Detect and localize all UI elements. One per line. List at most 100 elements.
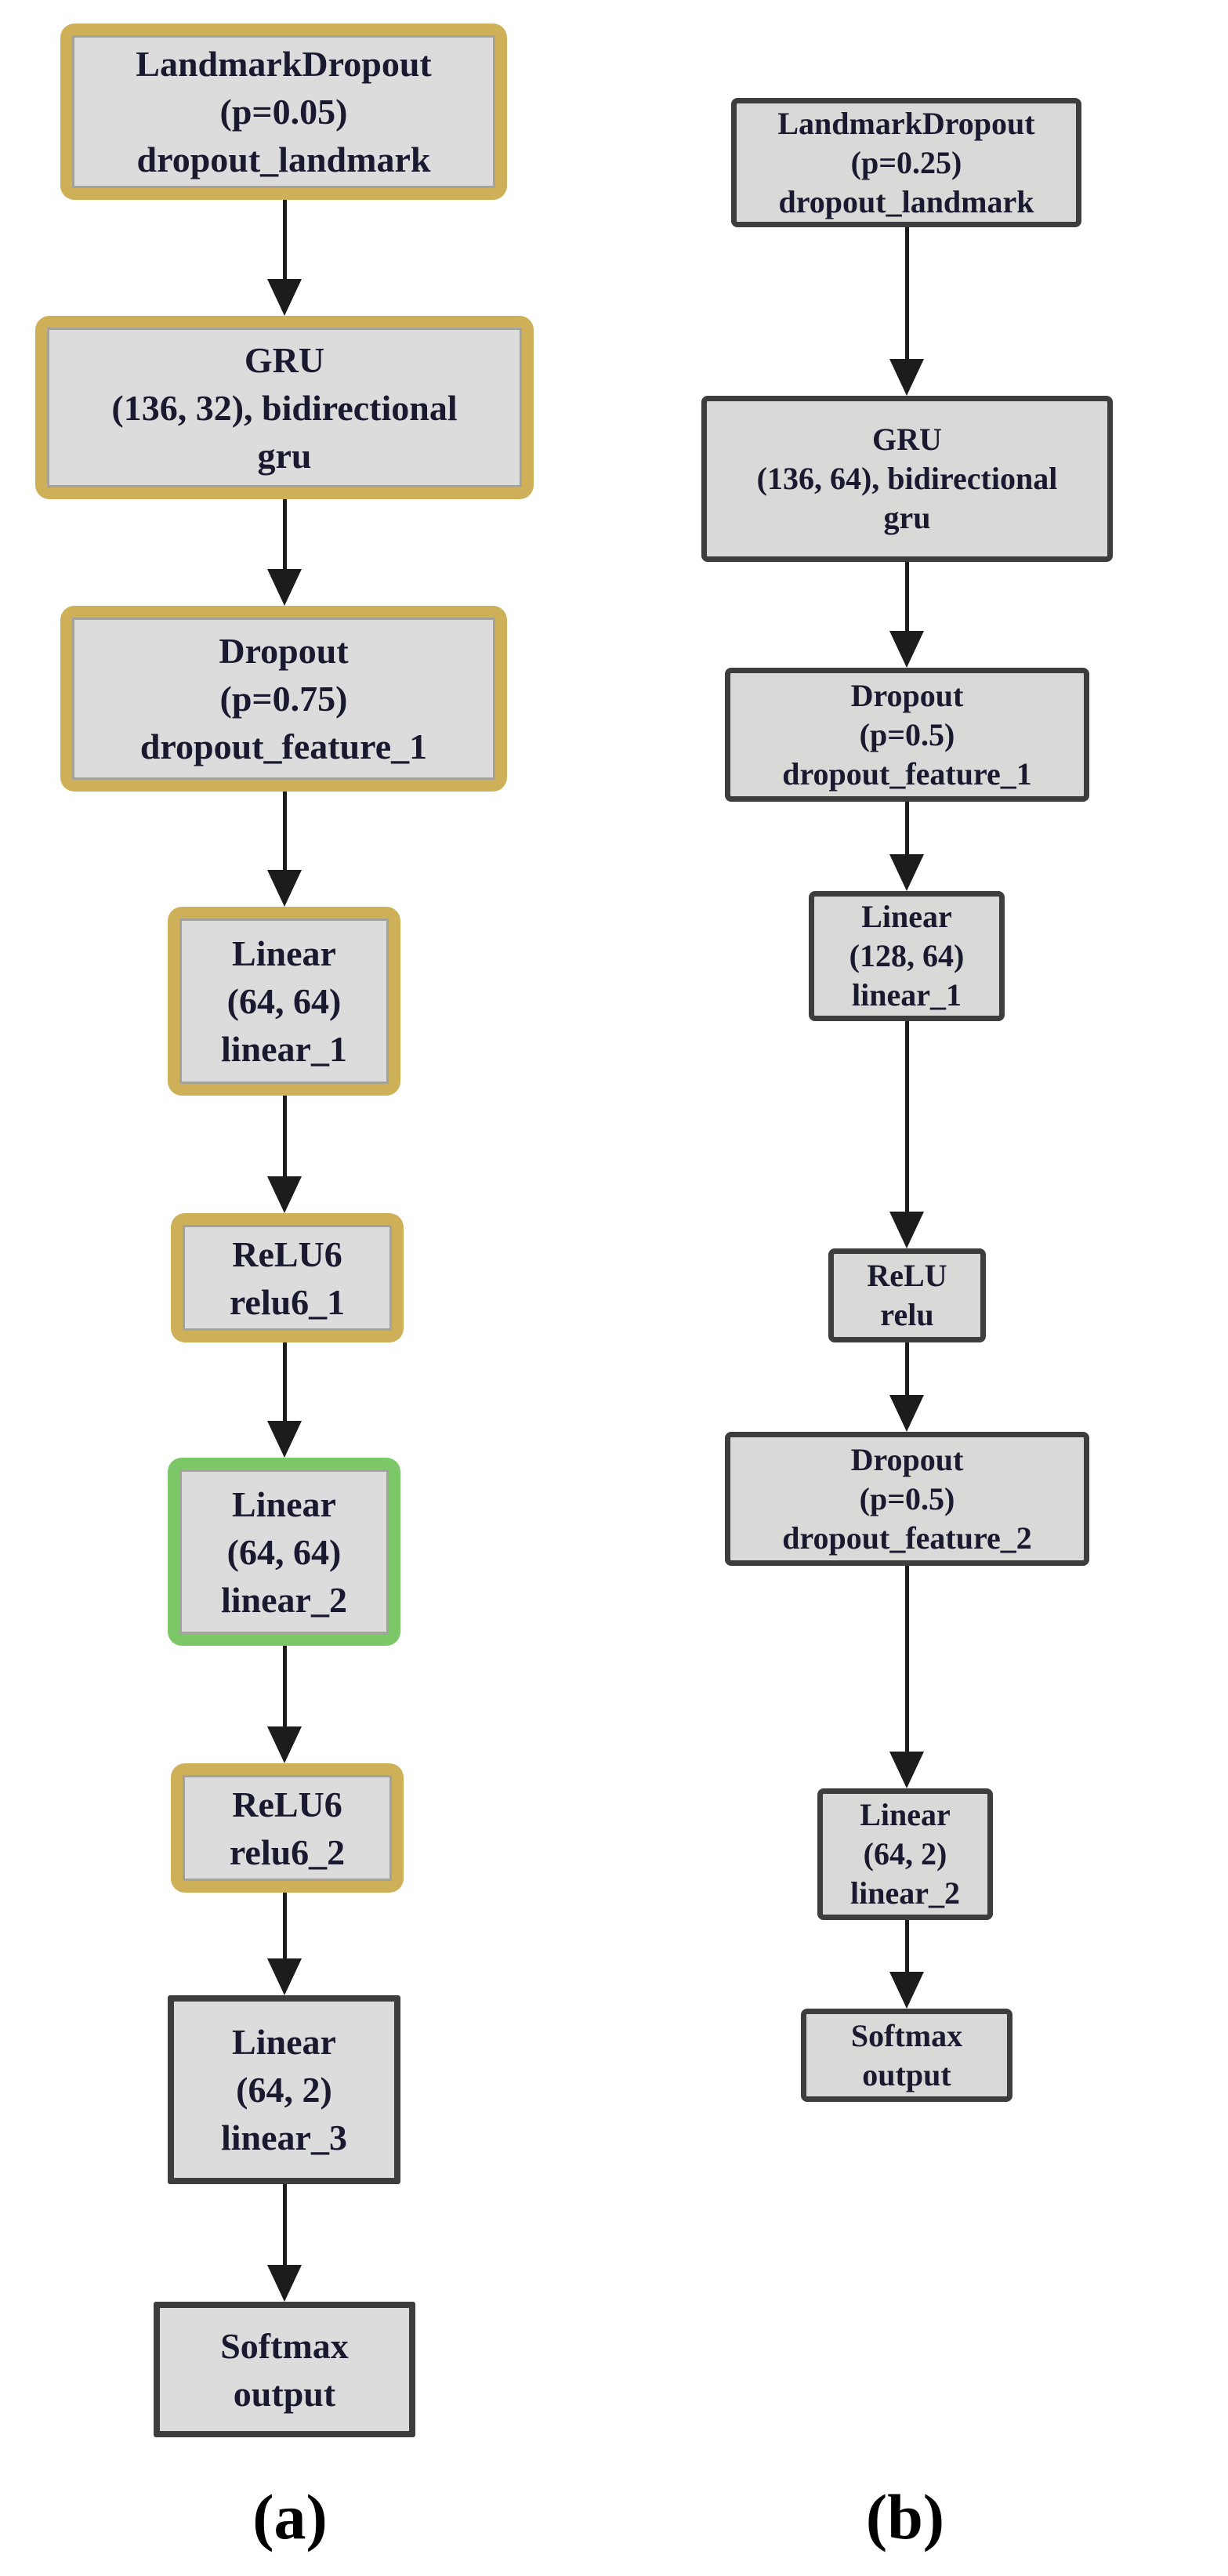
- arrow-head-icon: [889, 1752, 924, 1788]
- arrow-head-icon: [889, 631, 924, 668]
- arrow-head-icon: [889, 1395, 924, 1432]
- node-b-relu: ReLU relu: [828, 1248, 986, 1342]
- node-a-dropout_landmark: LandmarkDropout (p=0.05) dropout_landmark: [60, 24, 507, 200]
- node-text-line: Softmax: [220, 2325, 349, 2366]
- node-text-line: ReLU6: [232, 1234, 342, 1274]
- node-text-line: ReLU: [867, 1258, 947, 1293]
- arrow-connector-stem: [905, 1566, 909, 1754]
- node-text-line: Linear: [232, 933, 336, 973]
- node-a-output: Softmax output: [154, 2302, 415, 2437]
- node-text-line: relu6_1: [229, 1281, 346, 1322]
- node-text-line: GRU: [244, 339, 325, 380]
- node-text-line: linear_1: [221, 1029, 347, 1069]
- node-text-line: output: [862, 2056, 951, 2092]
- node-box-face: Linear (64, 64) linear_2: [179, 1469, 389, 1634]
- node-text-line: ReLU6: [232, 1784, 342, 1824]
- arrow-head-icon: [267, 279, 302, 316]
- node-text-line: LandmarkDropout: [136, 44, 432, 84]
- arrow-head-icon: [267, 870, 302, 907]
- arrow-head-icon: [889, 854, 924, 891]
- node-b-dropout_landmark: LandmarkDropout(p=0.25)dropout_landmark: [731, 98, 1081, 227]
- node-a-linear_3: Linear (64, 2) linear_3: [168, 1995, 400, 2184]
- arrow-head-icon: [889, 359, 924, 396]
- arrow-head-icon: [889, 1972, 924, 2009]
- arrow-head-icon: [267, 2265, 302, 2302]
- node-text-line: (64, 64): [226, 981, 342, 1021]
- node-text-line: linear_2: [221, 1579, 347, 1620]
- arrow-head-icon: [267, 1958, 302, 1995]
- node-text-line: Linear: [860, 1797, 951, 1832]
- arrow-connector-stem: [283, 1893, 287, 1961]
- node-text-line: (p=0.25): [850, 144, 962, 180]
- node-text-line: Linear: [232, 2022, 336, 2062]
- arrow-connector-stem: [283, 1646, 287, 1729]
- node-text-line: (64, 64): [226, 1531, 342, 1572]
- node-text-line: relu: [880, 1297, 934, 1332]
- node-text-line: gru: [883, 500, 931, 535]
- node-box-face: LandmarkDropout(p=0.25)dropout_landmark: [737, 103, 1076, 222]
- node-box-face: Softmax output: [160, 2308, 409, 2431]
- node-text-line: GRU: [872, 422, 942, 457]
- node-text-line: Dropout: [219, 631, 349, 671]
- node-text-line: dropout_feature_1: [139, 726, 428, 766]
- node-a-linear_1: Linear (64, 64) linear_1: [168, 907, 400, 1096]
- node-b-dropout_feature_1: Dropout(p=0.5)dropout_feature_1: [725, 668, 1089, 802]
- arrow-head-icon: [267, 1726, 302, 1763]
- node-text-line: (64, 2): [236, 2070, 332, 2110]
- node-b-dropout_feature_2: Dropout(p=0.5)dropout_feature_2: [725, 1432, 1089, 1566]
- node-text-line: dropout_feature_1: [782, 755, 1032, 792]
- arrow-head-icon: [267, 1421, 302, 1458]
- arrow-connector-stem: [905, 227, 909, 361]
- node-box-face: ReLU relu: [834, 1254, 980, 1337]
- node-b-linear_1: Linear (128, 64) linear_1: [809, 891, 1005, 1021]
- node-box-face: Linear(64, 2)linear_2: [823, 1794, 987, 1915]
- node-text-line: dropout_landmark: [136, 139, 431, 179]
- arrow-connector-stem: [283, 1096, 287, 1179]
- panel-label-a: (a): [252, 2481, 328, 2552]
- node-text-line: Linear: [232, 1484, 336, 1524]
- arrow-connector-stem: [283, 2184, 287, 2267]
- node-text-line: linear_1: [852, 977, 962, 1013]
- node-text-line: (p=0.5): [859, 716, 955, 752]
- node-text-line: linear_2: [850, 1875, 960, 1911]
- arrow-connector-stem: [283, 499, 287, 571]
- node-box-face: Linear (64, 64) linear_1: [179, 918, 389, 1084]
- node-text-line: (p=0.05): [219, 92, 348, 132]
- node-a-relu6_1: ReLU6 relu6_1: [171, 1213, 404, 1342]
- node-a-dropout_feature_1: Dropout (p=0.75) dropout_feature_1: [60, 606, 507, 792]
- node-text-line: relu6_2: [229, 1831, 346, 1872]
- node-box-face: Dropout(p=0.5)dropout_feature_2: [730, 1437, 1084, 1560]
- arrow-head-icon: [267, 569, 302, 606]
- arrow-head-icon: [889, 1212, 924, 1248]
- arrow-connector-stem: [283, 1342, 287, 1423]
- node-text-line: Linear: [861, 899, 952, 934]
- node-text-line: LandmarkDropout: [777, 105, 1035, 141]
- node-text-line: (128, 64): [849, 938, 965, 973]
- node-text-line: dropout_feature_2: [782, 1520, 1032, 1556]
- node-box-face: ReLU6 relu6_1: [183, 1225, 392, 1331]
- node-b-linear_2: Linear(64, 2)linear_2: [817, 1788, 993, 1920]
- node-box-face: GRU (136, 32), bidirectional gru: [47, 328, 522, 487]
- node-text-line: linear_3: [221, 2118, 347, 2158]
- node-text-line: Softmax: [850, 2017, 963, 2053]
- arrow-connector-stem: [283, 792, 287, 872]
- node-text-line: output: [233, 2373, 336, 2414]
- arrow-connector-stem: [905, 1021, 909, 1214]
- node-a-linear_2: Linear (64, 64) linear_2: [168, 1458, 400, 1646]
- node-box-face: Linear (64, 2) linear_3: [174, 2002, 394, 2178]
- node-a-relu6_2: ReLU6 relu6_2: [171, 1763, 404, 1893]
- node-text-line: Dropout: [850, 1441, 964, 1477]
- node-text-line: gru: [257, 435, 312, 476]
- node-box-face: Dropout (p=0.75) dropout_feature_1: [72, 618, 495, 780]
- arrow-connector-stem: [283, 200, 287, 281]
- node-box-face: LandmarkDropout (p=0.05) dropout_landmark: [72, 35, 495, 188]
- arrow-connector-stem: [905, 1342, 909, 1397]
- node-text-line: (p=0.75): [219, 679, 348, 719]
- arrow-connector-stem: [905, 562, 909, 633]
- node-text-line: (136, 32), bidirectional: [111, 387, 458, 428]
